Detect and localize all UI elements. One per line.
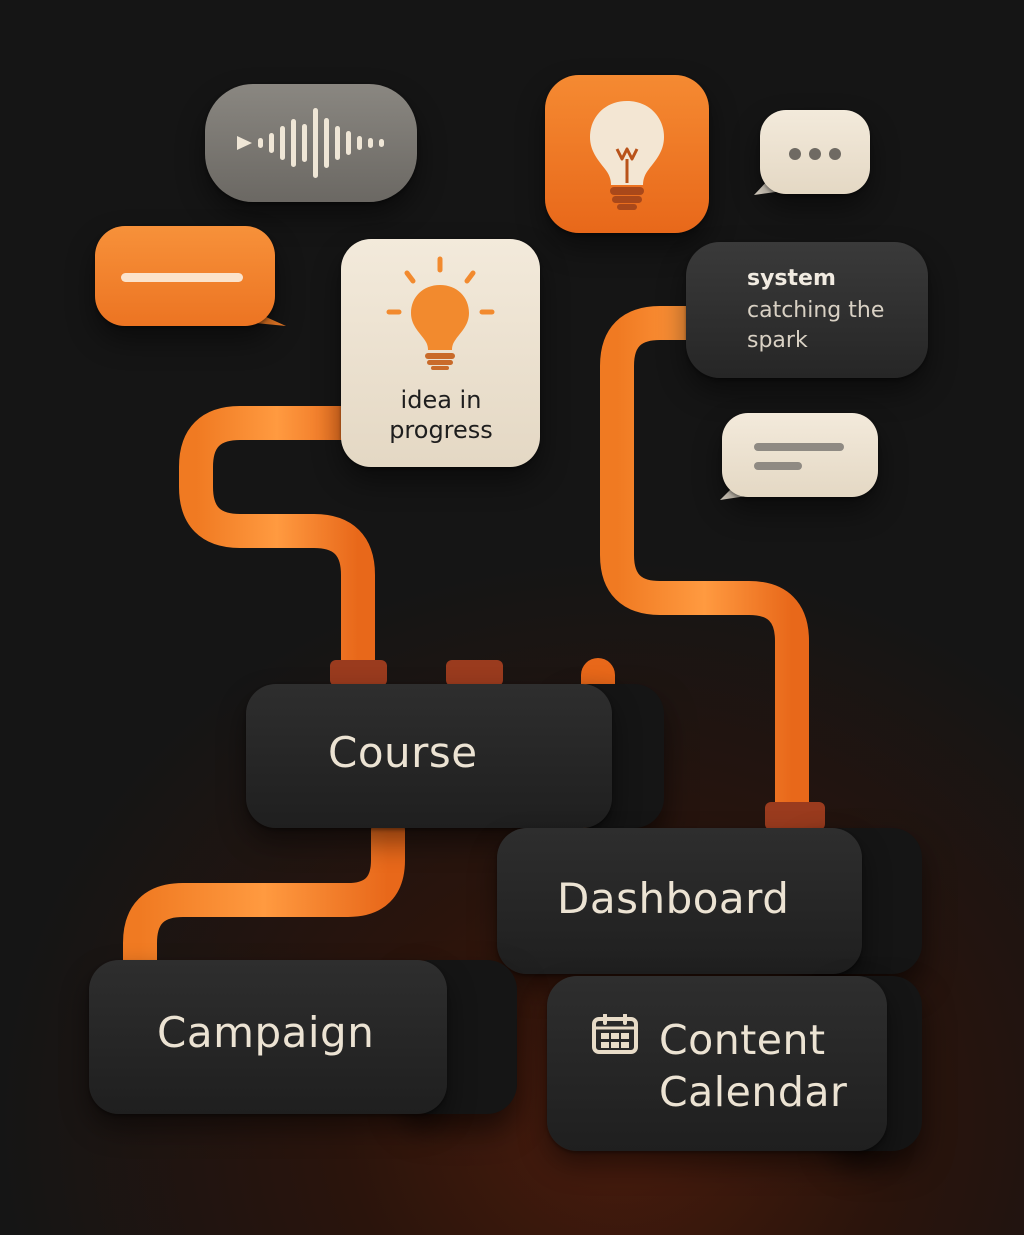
ellipsis-bubble <box>760 110 870 194</box>
connector-course-left <box>330 660 387 686</box>
dashboard-label: Dashboard <box>557 874 790 923</box>
campaign-node[interactable]: Campaign <box>89 960 447 1114</box>
dashboard-node[interactable]: Dashboard <box>497 828 862 974</box>
pipe-system-to-dashboard <box>600 306 809 827</box>
lightbulb-icon <box>590 101 664 210</box>
cream-message-bubble <box>722 413 878 497</box>
lightbulb-icon <box>386 256 495 370</box>
orange-message-bubble <box>95 226 275 326</box>
lightbulb-tile <box>545 75 709 233</box>
text-lines-icon <box>754 443 844 470</box>
calendar-icon <box>592 1014 638 1054</box>
waveform-icon <box>237 108 384 178</box>
system-bubble-title: system <box>747 266 836 291</box>
system-bubble-body: catching the spark <box>747 298 885 353</box>
idea-card[interactable]: idea in progress <box>341 239 540 467</box>
connector-course-right <box>446 660 503 686</box>
voice-bubble <box>205 84 417 202</box>
pipe-course-to-campaign <box>123 813 405 979</box>
pipe-idea-left-to-course <box>179 406 375 687</box>
system-bubble: system catching the spark <box>686 242 928 378</box>
idea-card-label: idea in progress <box>389 386 493 444</box>
campaign-label: Campaign <box>157 1008 375 1057</box>
ellipsis-icon <box>789 148 841 160</box>
content-calendar-label: Content Calendar <box>659 1016 848 1116</box>
connector-dashboard <box>765 802 825 830</box>
text-lines-icon <box>121 273 243 282</box>
course-node[interactable]: Course <box>246 684 612 828</box>
content-calendar-node[interactable]: Content Calendar <box>547 976 887 1151</box>
course-label: Course <box>328 728 478 777</box>
